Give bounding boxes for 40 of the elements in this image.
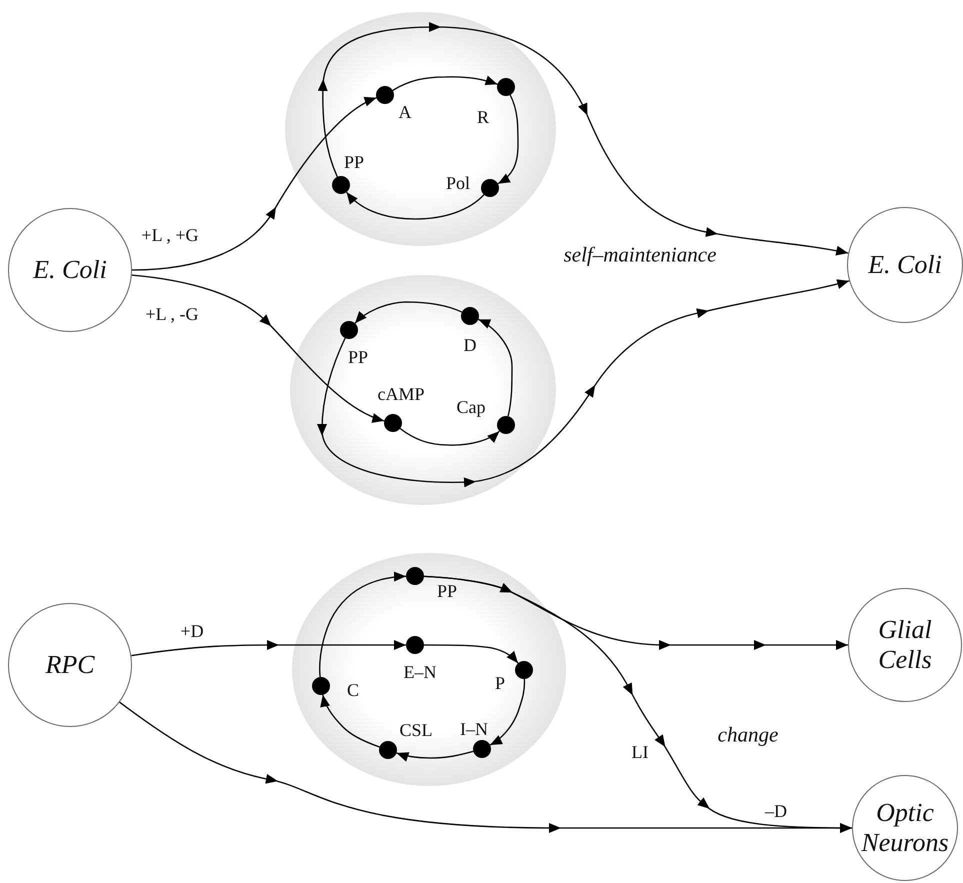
node-label: Pol	[446, 174, 470, 192]
edge-label: +L , -G	[144, 305, 200, 325]
node-label: E. Coli	[33, 255, 107, 285]
node-label: E–N	[404, 663, 436, 681]
arrow	[490, 678, 526, 746]
arrow	[319, 572, 406, 678]
node-label: PP	[348, 348, 368, 366]
node-label: PP	[436, 582, 458, 600]
node-label: R	[477, 108, 489, 126]
arrow	[478, 318, 513, 416]
node-label: E. Coli	[868, 250, 942, 280]
node-label: PP	[344, 153, 364, 171]
arrow	[498, 94, 519, 184]
arrow	[400, 428, 500, 446]
node-label: Cap	[456, 398, 486, 416]
arrow	[396, 750, 474, 762]
arrow	[131, 640, 406, 656]
node-label: CSL	[400, 721, 432, 739]
node-label: D	[464, 336, 476, 354]
edge-label: +L , +G	[139, 226, 201, 246]
node-label: A	[398, 103, 412, 121]
arrow	[354, 301, 462, 324]
arrow	[132, 274, 384, 423]
node-label: I–N	[460, 720, 488, 738]
node-label: cAMP	[378, 385, 424, 403]
annotation-text: change	[718, 723, 778, 747]
arrow	[346, 192, 484, 220]
node-label: RPC	[45, 650, 95, 680]
arrow	[424, 644, 519, 664]
node-label: Glial Cells	[877, 615, 933, 675]
arrow	[317, 279, 850, 488]
node-label: C	[347, 681, 359, 699]
arrow	[318, 22, 848, 256]
arrow	[392, 76, 498, 91]
arrow	[132, 96, 377, 271]
arrow	[320, 694, 380, 748]
node-label: Optic Neurons	[860, 798, 950, 858]
node-label: P	[495, 674, 505, 692]
annotation-text: self–mainteniance	[564, 243, 716, 267]
arrow	[119, 702, 852, 833]
